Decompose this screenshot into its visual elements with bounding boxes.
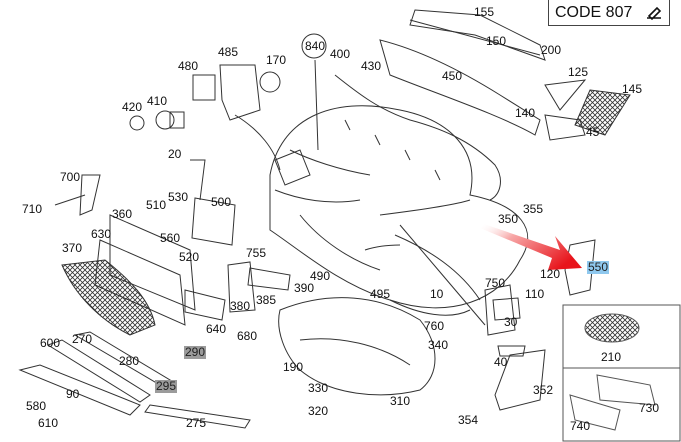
callout-320: 320 <box>308 404 329 418</box>
callout-330: 330 <box>308 381 329 395</box>
callout-640: 640 <box>206 322 227 336</box>
callout-390: 390 <box>294 281 315 295</box>
callout-450: 450 <box>442 69 463 83</box>
callout-700: 700 <box>60 170 81 184</box>
callout-760: 760 <box>424 319 445 333</box>
callout-560: 560 <box>160 231 181 245</box>
callout-495: 495 <box>370 287 391 301</box>
callout-40: 40 <box>494 355 508 369</box>
red-arrow <box>480 224 582 270</box>
callout-352: 352 <box>533 383 554 397</box>
code-box: CODE 807 <box>548 0 670 26</box>
callout-740: 740 <box>570 419 591 433</box>
callout-200: 200 <box>541 43 562 57</box>
callout-400: 400 <box>330 47 351 61</box>
callout-354: 354 <box>458 413 479 427</box>
callout-430: 430 <box>361 59 382 73</box>
callout-110: 110 <box>525 287 545 301</box>
lower-grille <box>61 259 156 336</box>
callout-295: 295 <box>155 379 178 393</box>
callout-490: 490 <box>310 269 331 283</box>
callout-580: 580 <box>26 399 47 413</box>
callout-510: 510 <box>146 198 167 212</box>
callout-600: 600 <box>40 336 61 350</box>
callout-90: 90 <box>66 387 80 401</box>
callout-485: 485 <box>218 45 239 59</box>
callout-520: 520 <box>179 250 200 264</box>
edit-icon <box>647 6 662 21</box>
callout-840: 840 <box>305 39 326 53</box>
callout-150: 150 <box>486 34 507 48</box>
callout-370: 370 <box>62 241 83 255</box>
callout-340: 340 <box>428 338 449 352</box>
callout-420: 420 <box>122 100 143 114</box>
callout-610: 610 <box>38 416 59 430</box>
callout-755: 755 <box>246 246 267 260</box>
callout-385: 385 <box>256 293 277 307</box>
callout-710: 710 <box>22 202 43 216</box>
callout-155: 155 <box>474 5 495 19</box>
callout-550: 550 <box>587 260 610 274</box>
bumper-cover <box>269 105 529 309</box>
callout-310: 310 <box>390 394 411 408</box>
callout-20: 20 <box>168 147 182 161</box>
callout-630: 630 <box>91 227 112 241</box>
callout-270: 270 <box>72 332 93 346</box>
callout-530: 530 <box>168 190 189 204</box>
callout-190: 190 <box>283 360 304 374</box>
callout-125: 125 <box>568 65 589 79</box>
underbody-panel <box>278 297 436 396</box>
callout-480: 480 <box>178 59 199 73</box>
callout-145: 145 <box>622 82 643 96</box>
callout-275: 275 <box>186 416 207 430</box>
callout-45: 45 <box>586 125 600 139</box>
callout-30: 30 <box>504 315 518 329</box>
callout-410: 410 <box>147 94 168 108</box>
code-label: CODE 807 <box>555 4 633 21</box>
callout-750: 750 <box>485 276 506 290</box>
callout-120: 120 <box>540 267 561 281</box>
callout-10: 10 <box>430 287 444 301</box>
callout-280: 280 <box>119 354 140 368</box>
callout-140: 140 <box>515 106 536 120</box>
callout-290: 290 <box>184 345 207 359</box>
callout-170: 170 <box>266 53 287 67</box>
callout-730: 730 <box>639 401 660 415</box>
callout-350: 350 <box>498 212 519 226</box>
upper-support <box>379 39 541 136</box>
callout-355: 355 <box>523 202 544 216</box>
callout-210: 210 <box>601 350 622 364</box>
callout-380: 380 <box>230 299 251 313</box>
callout-680: 680 <box>237 329 258 343</box>
callout-500: 500 <box>211 195 232 209</box>
callout-360: 360 <box>112 207 133 221</box>
